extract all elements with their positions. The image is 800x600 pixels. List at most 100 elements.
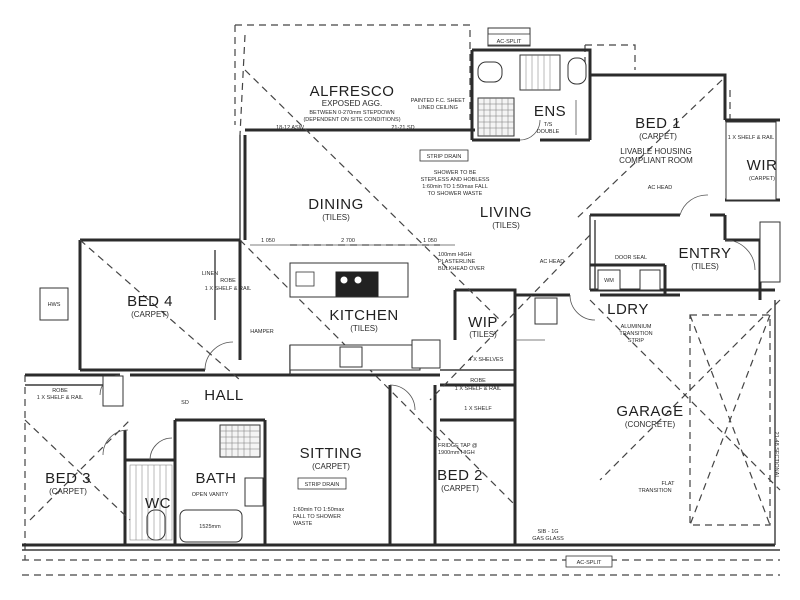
room-living: LIVING <box>480 204 532 221</box>
linen-label: LINEN <box>202 271 218 277</box>
room-bed2: BED 2 <box>437 467 483 484</box>
room-hall: HALL <box>204 387 244 404</box>
shower-note1: SHOWER TO BE <box>434 170 477 176</box>
gas-label: SIB - 1G <box>537 529 558 535</box>
hws-label: HWS <box>48 302 61 308</box>
room-dining: DINING <box>308 196 364 213</box>
strip-drain-top: STRIP DRAIN <box>427 154 462 160</box>
painted-sheet: PAINTED F.C. SHEET <box>411 98 466 104</box>
bath-fall1: 1:60min TO 1:50max <box>293 507 344 513</box>
bulkhead3: BULKHEAD OVER <box>438 266 485 272</box>
kitchen-fixtures <box>250 244 455 371</box>
robe-bed2: ROBE <box>470 378 486 384</box>
ac-split-bottom: AC-SPLIT <box>577 560 602 566</box>
flat-transition1: FLAT <box>661 481 675 487</box>
ac-head-living: AC HEAD <box>540 259 564 265</box>
door-seal: DOOR SEAL <box>615 255 647 261</box>
bath-fall2: FALL TO SHOWER <box>293 514 341 520</box>
room-bed1: BED 1 <box>635 115 681 132</box>
transition3: STRIP <box>628 338 645 344</box>
bath-size: 1525mm <box>199 524 221 530</box>
room-dining-sub: (TILES) <box>322 213 350 222</box>
one-shelf: 1 X SHELF <box>464 406 492 412</box>
robe-bed3-shelf: 1 X SHELF & RAIL <box>37 395 83 401</box>
garage-outline <box>689 314 771 526</box>
room-bed3-sub: (CARPET) <box>49 487 87 496</box>
strip-drain-bath: STRIP DRAIN <box>305 482 340 488</box>
shower-note4: TO SHOWER WASTE <box>428 191 483 197</box>
ac-split-bottom-box <box>565 555 613 568</box>
room-bed4: BED 4 <box>127 293 173 310</box>
room-wir-sub: (CARPET) <box>749 176 775 182</box>
room-kitchen: KITCHEN <box>329 307 398 324</box>
room-ldry: LDRY <box>607 301 649 318</box>
strip-drain-bath-box <box>297 477 347 490</box>
bed1-note2: COMPLIANT ROOM <box>619 156 693 165</box>
room-garage-sub: (CONCRETE) <box>625 420 676 429</box>
bulkhead2: PLASTERLINE <box>438 259 476 265</box>
lined-ceiling: LINED CEILING <box>418 105 458 111</box>
alfresco-note2: (DEPENDENT ON SITE CONDITIONS) <box>303 117 400 123</box>
robe-bed4: ROBE <box>220 278 236 284</box>
transition2: TRANSITION <box>619 331 652 337</box>
tile-label: T/S <box>544 122 553 128</box>
ac-split-top: AC-SPLIT <box>497 39 522 45</box>
robe-bed2-shelf: 1 X SHELF & RAIL <box>455 386 501 392</box>
room-sitting: SITTING <box>300 445 363 462</box>
bath-fixtures <box>129 424 264 543</box>
transition1: ALUMINIUM <box>621 324 652 330</box>
roof-lines <box>24 34 781 521</box>
room-wip: WIP <box>468 314 498 331</box>
dim-2: 2 700 <box>341 238 355 244</box>
alfresco-dim-left: 18-12 ASW <box>276 125 305 131</box>
ac-split-top-box <box>487 33 531 46</box>
wm-label: WM <box>604 278 614 284</box>
bulkhead1: 100mm HIGH <box>438 252 472 258</box>
room-wir: WIR <box>747 157 778 174</box>
gas2-label: GAS GLASS <box>532 536 564 542</box>
robe-bed4-shelf: 1 X SHELF & RAIL <box>205 286 251 292</box>
room-entry: ENTRY <box>678 245 731 262</box>
room-sitting-sub: (CARPET) <box>312 462 350 471</box>
sd-hall: SD <box>181 400 189 406</box>
double-label: DOUBLE <box>537 129 560 135</box>
wip-shelves: 4 X SHELVES <box>469 357 504 363</box>
robe-bed3: ROBE <box>52 388 68 394</box>
dashed-boundaries <box>22 24 780 576</box>
room-ens: ENS <box>534 103 566 120</box>
ac-head-bed1: AC HEAD <box>648 185 672 191</box>
room-bed2-sub: (CARPET) <box>441 484 479 493</box>
room-bed3: BED 3 <box>45 470 91 487</box>
open-vanity: OPEN VANITY <box>192 492 229 498</box>
fridge-tap2: 1900mm HIGH <box>438 450 475 456</box>
walls <box>22 48 780 551</box>
alfresco-note1: BETWEEN 0-270mm STEPDOWN <box>309 110 394 116</box>
doors <box>99 119 756 461</box>
alfresco-dim-right: 21-21 SD <box>391 125 414 131</box>
hamper-label: HAMPER <box>250 329 274 335</box>
room-garage: GARAGE <box>616 403 683 420</box>
bed1-note1: LIVABLE HOUSING <box>620 147 691 156</box>
flat-transition2: TRANSITION <box>638 488 671 494</box>
room-living-sub: (TILES) <box>492 221 520 230</box>
room-entry-sub: (TILES) <box>691 262 719 271</box>
shower-note2: STEPLESS AND HOBLESS <box>421 177 490 183</box>
room-alfresco-sub: EXPOSED AGG. <box>322 99 382 108</box>
room-kitchen-sub: (TILES) <box>350 324 378 333</box>
room-wc: WC <box>145 495 171 512</box>
shower-note3: 1:60min TO 1:50max FALL <box>422 184 488 190</box>
fridge-tap1: FRIDGE TAP @ <box>438 443 478 449</box>
sectional-label: 21-48 SECTIONAL <box>773 432 779 479</box>
room-alfresco: ALFRESCO <box>310 83 395 100</box>
room-bath: BATH <box>196 470 237 487</box>
dim-1: 1 050 <box>261 238 275 244</box>
strip-drain-top-box <box>419 149 469 162</box>
room-bed4-sub: (CARPET) <box>131 310 169 319</box>
appliances <box>39 121 781 407</box>
shelf-rail-wir: 1 X SHELF & RAIL <box>728 135 774 141</box>
ensuite-fixtures <box>477 27 587 137</box>
dim-3: 1 050 <box>423 238 437 244</box>
room-wip-sub: (TILES) <box>469 330 497 339</box>
bath-fall3: WASTE <box>293 521 313 527</box>
